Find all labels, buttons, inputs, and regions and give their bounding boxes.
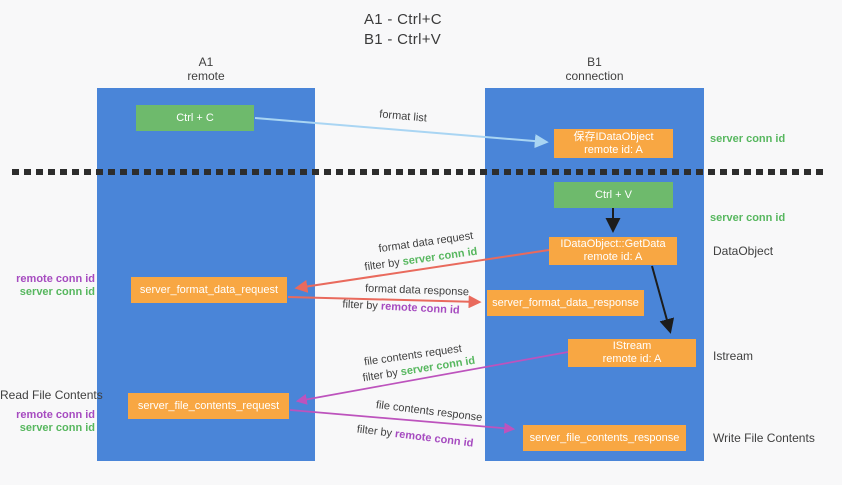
side-label-left-bottom: remote conn id server conn id (0, 409, 95, 435)
side-label-dataobject: DataObject (713, 244, 774, 258)
side-label-left-top: remote conn id server conn id (0, 273, 95, 299)
lane-header-b1: B1 connection (485, 55, 704, 83)
node-server-file-contents-response-label: server_file_contents_response (529, 431, 680, 444)
lane-b1-subtitle: connection (565, 69, 624, 83)
side-label-write-file-contents: Write File Contents (713, 431, 815, 445)
filter-key-remote-1: remote conn id (380, 300, 460, 317)
filter-prefix-3: filter by (361, 366, 402, 385)
node-istream-line1: IStream (612, 340, 652, 352)
title-line-1: A1 - Ctrl+C (364, 11, 442, 28)
node-save-idataobject: 保存IDataObject remote id: A (554, 129, 673, 158)
node-server-file-contents-request-label: server_file_contents_request (137, 399, 280, 412)
node-ctrl-v-label: Ctrl + V (595, 188, 632, 201)
filter-prefix-2: filter by (342, 298, 382, 313)
filter-key-remote-2: remote conn id (394, 428, 475, 450)
node-ctrl-v: Ctrl + V (554, 182, 673, 208)
flow-label-file-contents-response: file contents response (375, 399, 483, 424)
node-getdata-line1: IDataObject::GetData (560, 238, 666, 250)
node-save-idataobject-line2: remote id: A (584, 143, 643, 156)
side-label-server-conn-id-right-2: server conn id (710, 212, 786, 224)
filter-prefix-4: filter by (356, 423, 396, 441)
node-server-format-data-response-label: server_format_data_response (492, 296, 639, 309)
session-divider (12, 169, 823, 175)
node-server-format-data-response: server_format_data_response (487, 290, 644, 316)
lane-a1-name: A1 (198, 55, 214, 69)
flow-label-format-list: format list (378, 108, 428, 125)
node-getdata: IDataObject::GetData remote id: A (549, 237, 677, 265)
filter-prefix-1: filter by (363, 256, 404, 274)
lane-header-a1: A1 remote (97, 55, 315, 83)
side-label-server-conn-id-bottom: server conn id (19, 422, 95, 434)
flow-label-format-data-response: format data response (364, 282, 470, 299)
node-istream-line2: remote id: A (602, 353, 662, 365)
side-label-istream: Istream (713, 349, 754, 363)
lane-a1-subtitle: remote (187, 69, 225, 83)
node-ctrl-c: Ctrl + C (136, 105, 254, 131)
lane-b1-name: B1 (587, 55, 602, 69)
flow-label-filter-remote-conn-2: filter by remote conn id (356, 423, 474, 450)
side-label-server-conn-id-top: server conn id (19, 286, 95, 298)
node-server-format-data-request-label: server_format_data_request (139, 283, 279, 296)
side-label-remote-conn-id-top: remote conn id (16, 273, 95, 285)
side-label-remote-conn-id-bottom: remote conn id (16, 409, 95, 421)
side-label-server-conn-id-right-1: server conn id (710, 133, 786, 145)
node-istream: IStream remote id: A (568, 339, 696, 367)
flow-label-filter-remote-conn-1: filter by remote conn id (342, 298, 460, 317)
node-server-format-data-request: server_format_data_request (131, 277, 287, 303)
node-save-idataobject-line1: 保存IDataObject (573, 130, 654, 143)
node-ctrl-c-label: Ctrl + C (176, 111, 214, 124)
diagram-title: A1 - Ctrl+C B1 - Ctrl+V (364, 10, 442, 50)
node-server-file-contents-response: server_file_contents_response (523, 425, 686, 451)
title-line-2: B1 - Ctrl+V (364, 31, 442, 48)
side-label-read-file-contents: Read File Contents (0, 388, 103, 402)
node-server-file-contents-request: server_file_contents_request (128, 393, 289, 419)
node-getdata-line2: remote id: A (583, 251, 643, 263)
